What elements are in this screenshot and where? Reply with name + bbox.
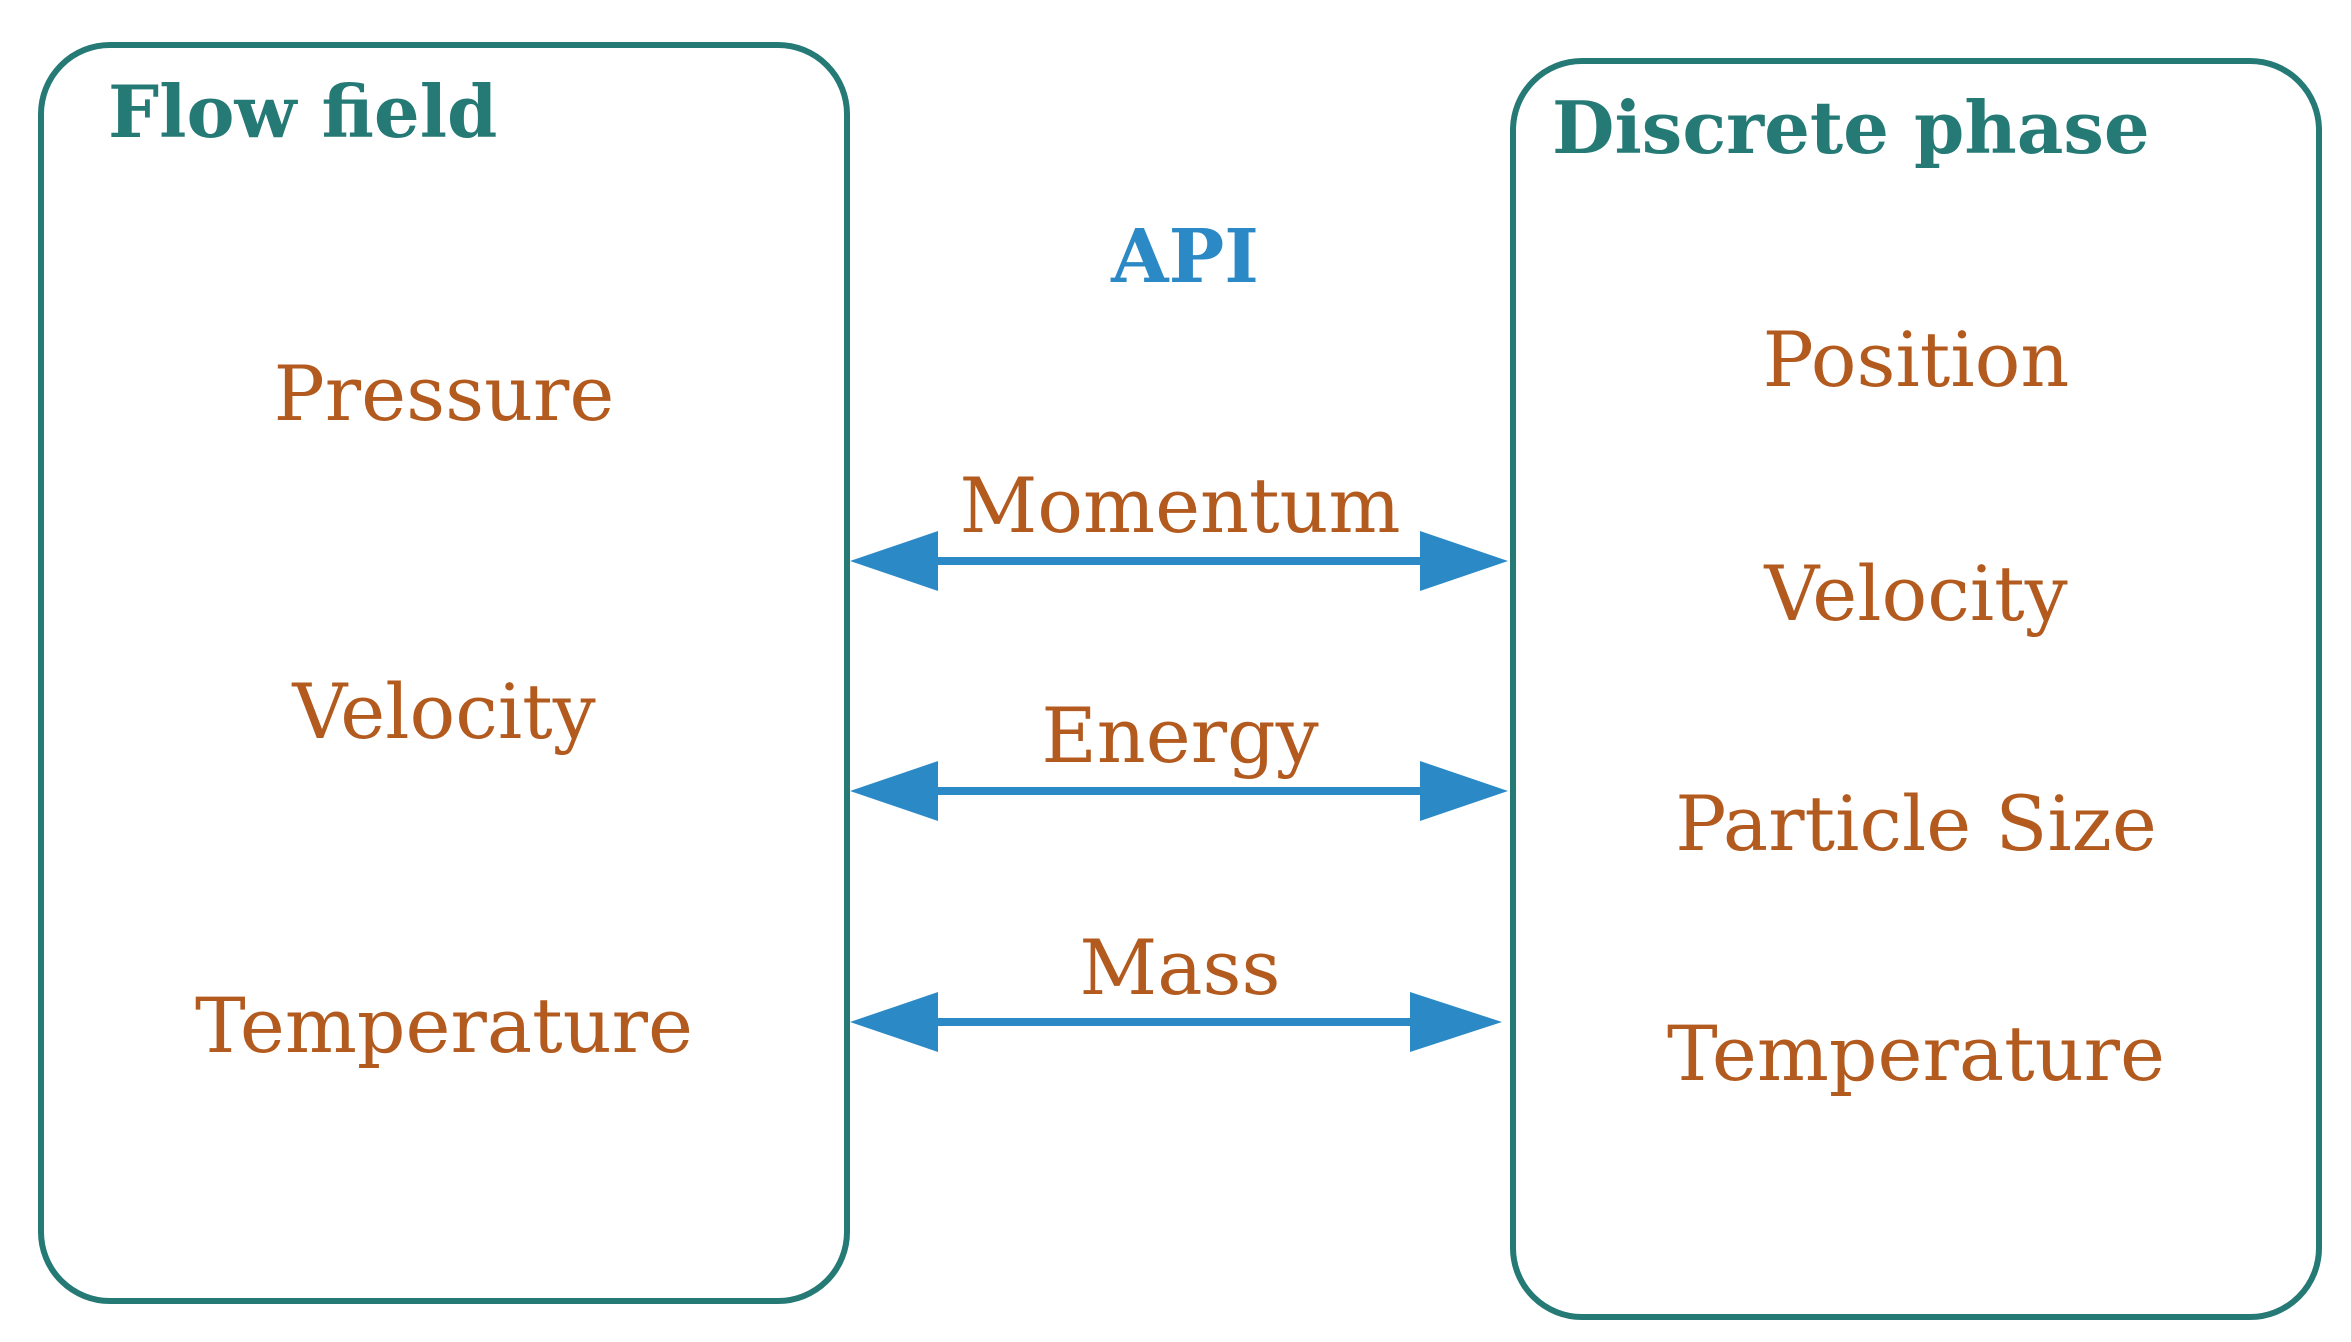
mass-arrow [850,992,1502,1052]
flow-field-title: Flow field [108,69,498,154]
energy-label: Energy [1041,691,1319,780]
discrete-phase-temperature: Temperature [1667,1009,2165,1098]
momentum-arrow [850,531,1508,591]
momentum-label: Momentum [959,461,1401,550]
flow-field-velocity: Velocity [292,667,596,756]
discrete-phase-velocity: Velocity [1764,549,2068,638]
flow-field-temperature: Temperature [195,981,693,1070]
discrete-phase-title: Discrete phase [1552,85,2150,170]
discrete-phase-panel: Discrete phase Position Velocity Particl… [1510,58,2322,1320]
energy-arrow [850,761,1508,821]
flow-field-pressure: Pressure [273,349,615,438]
api-label: API [1111,214,1259,300]
flow-field-panel: Flow field Pressure Velocity Temperature [38,42,850,1304]
discrete-phase-position: Position [1762,315,2070,404]
mass-label: Mass [1079,923,1281,1012]
discrete-phase-particle-size: Particle Size [1675,779,2157,868]
